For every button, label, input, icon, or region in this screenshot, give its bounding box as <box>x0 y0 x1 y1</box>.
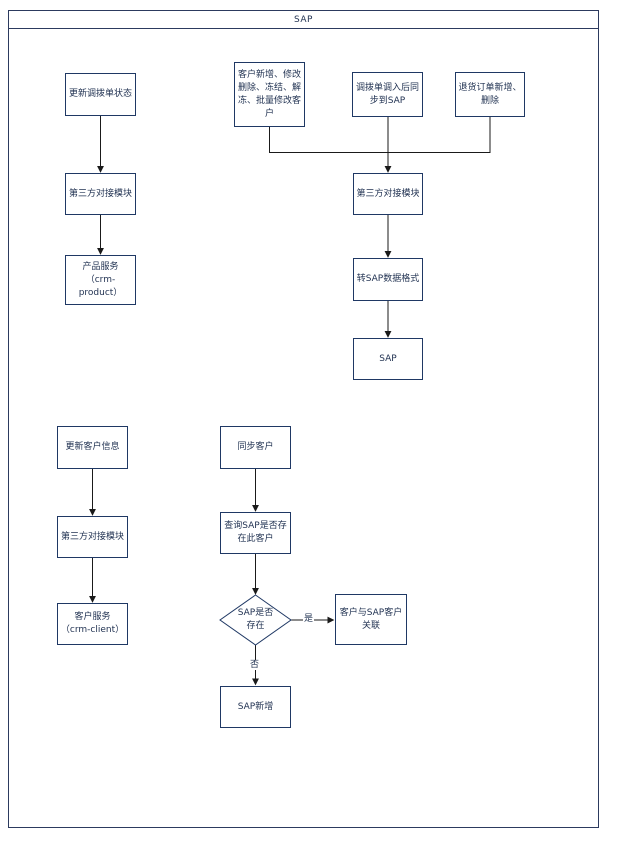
node-transfer-order-sync: 调拨单调入后同 步到SAP <box>352 72 423 117</box>
node-third-party-module-bottom: 第三方对接模块 <box>57 516 128 558</box>
decision-diamond-sap-exists <box>219 594 292 646</box>
node-update-customer-info: 更新客户信息 <box>57 426 128 469</box>
node-client-service: 客户服务 （crm-client） <box>57 603 128 645</box>
node-sync-customer: 同步客户 <box>220 426 291 469</box>
node-link-customer-sap: 客户与SAP客户 关联 <box>335 594 407 645</box>
swimlane-title: SAP <box>294 14 313 25</box>
node-third-party-module-top: 第三方对接模块 <box>65 173 136 215</box>
node-return-order-ops: 退货订单新增、 删除 <box>455 72 525 117</box>
edge-label-yes: 是 <box>303 614 315 624</box>
node-customer-ops: 客户新增、修改 删除、冻结、解 冻、批量修改客 户 <box>234 62 305 127</box>
node-sap-create: SAP新增 <box>220 686 291 728</box>
node-third-party-module-mid: 第三方对接模块 <box>353 173 423 215</box>
node-product-service: 产品服务 （crm- product） <box>65 255 136 305</box>
node-update-transfer-order-status: 更新调拨单状态 <box>65 73 136 116</box>
swimlane-header: SAP <box>8 10 599 29</box>
node-convert-sap-format: 转SAP数据格式 <box>353 258 423 301</box>
node-sap-system: SAP <box>353 338 423 380</box>
edge-label-no: 否 <box>249 660 261 670</box>
node-query-sap-customer: 查询SAP是否存 在此客户 <box>220 512 291 554</box>
